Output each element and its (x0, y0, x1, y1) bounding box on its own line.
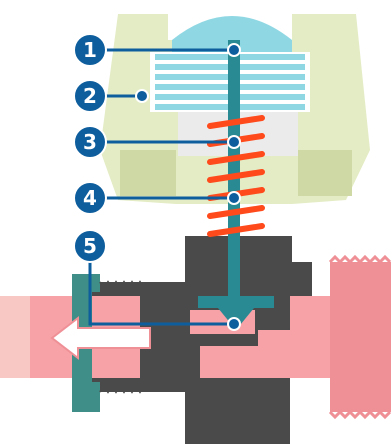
callout-1: 1 (73, 33, 107, 67)
callout-4-label: 4 (83, 186, 97, 210)
flow-arrow-left-icon (50, 315, 151, 361)
callout-4: 4 (73, 181, 107, 215)
callout-3: 3 (73, 125, 107, 159)
callout-5-label: 5 (83, 234, 97, 258)
bracket-right (298, 150, 352, 196)
bracket-left (120, 150, 176, 196)
callout-1-label: 1 (83, 38, 97, 62)
callout-3-label: 3 (83, 130, 97, 154)
valve-stem (228, 40, 240, 304)
callout-2-label: 2 (83, 84, 97, 108)
head-cap (172, 16, 292, 40)
pipe-inlet-end (0, 296, 30, 378)
coupling-threads (328, 254, 391, 420)
valve-disc (198, 296, 274, 308)
callout-leaders (88, 48, 234, 326)
callout-5: 5 (73, 229, 107, 263)
right-coupling (330, 262, 391, 412)
callout-dots (135, 43, 241, 331)
valve-body (90, 236, 312, 444)
nut-threads (99, 280, 145, 394)
callout-2: 2 (73, 79, 107, 113)
